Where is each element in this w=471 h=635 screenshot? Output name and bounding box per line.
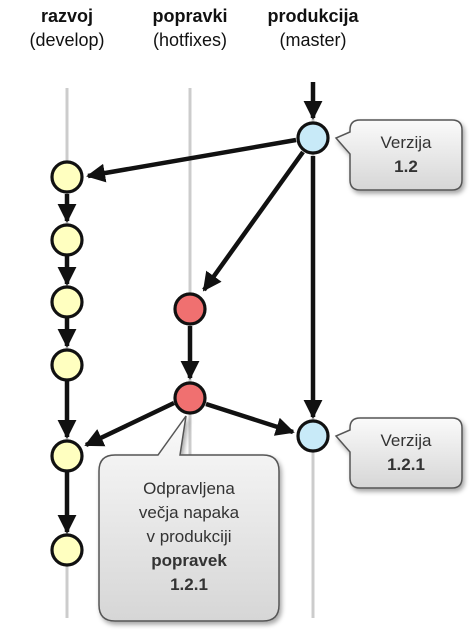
master-commit-2 [296, 419, 330, 453]
callout-v121: Verzija 1.2.1 [350, 429, 462, 477]
callout-v12: Verzija 1.2 [350, 131, 462, 179]
develop-commit-3 [50, 285, 84, 319]
callout-label: Verzija [380, 133, 432, 152]
branch-name: produkcija [267, 6, 359, 26]
callout-label: Verzija [380, 431, 432, 450]
arrow-master-to-develop [86, 137, 297, 183]
version-number: 1.2 [394, 157, 418, 176]
version-number: 1.2.1 [170, 575, 208, 594]
arrow-hotfix-to-master [205, 401, 295, 436]
hotfix-commit-2 [173, 381, 207, 415]
callout-line: v produkciji [146, 527, 232, 546]
develop-commit-5 [50, 439, 84, 473]
hotfix-commit-1 [173, 292, 207, 326]
master-commit-1 [296, 121, 330, 155]
callout-emphasis: popravek [151, 551, 227, 570]
callout-line: Odpravljena [143, 479, 235, 498]
version-number: 1.2.1 [387, 455, 425, 474]
hotfix-branch-header: popravki (hotfixes) [120, 4, 260, 52]
branch-sub: (hotfixes) [152, 30, 228, 50]
develop-commit-1 [50, 160, 84, 194]
branch-name: popravki [152, 6, 228, 26]
callout-v12-bubble [334, 119, 463, 191]
callout-line: večja napaka [138, 503, 240, 522]
develop-commit-2 [50, 223, 84, 257]
arrow-master-to-hotfix [202, 150, 305, 292]
callout-v121-bubble [334, 417, 463, 489]
develop-commit-4 [50, 348, 84, 382]
callout-hotfix: Odpravljena večja napaka v produkciji po… [99, 477, 279, 597]
branch-sub: (develop) [29, 30, 105, 50]
branch-name: razvoj [40, 6, 94, 26]
branch-sub: (master) [279, 30, 347, 50]
arrow-hotfix-to-develop [84, 400, 175, 448]
master-branch-header: produkcija (master) [243, 4, 383, 52]
develop-commit-6 [50, 533, 84, 567]
callout-hotfix-bubble [98, 415, 280, 622]
develop-branch-header: razvoj (develop) [0, 4, 137, 52]
